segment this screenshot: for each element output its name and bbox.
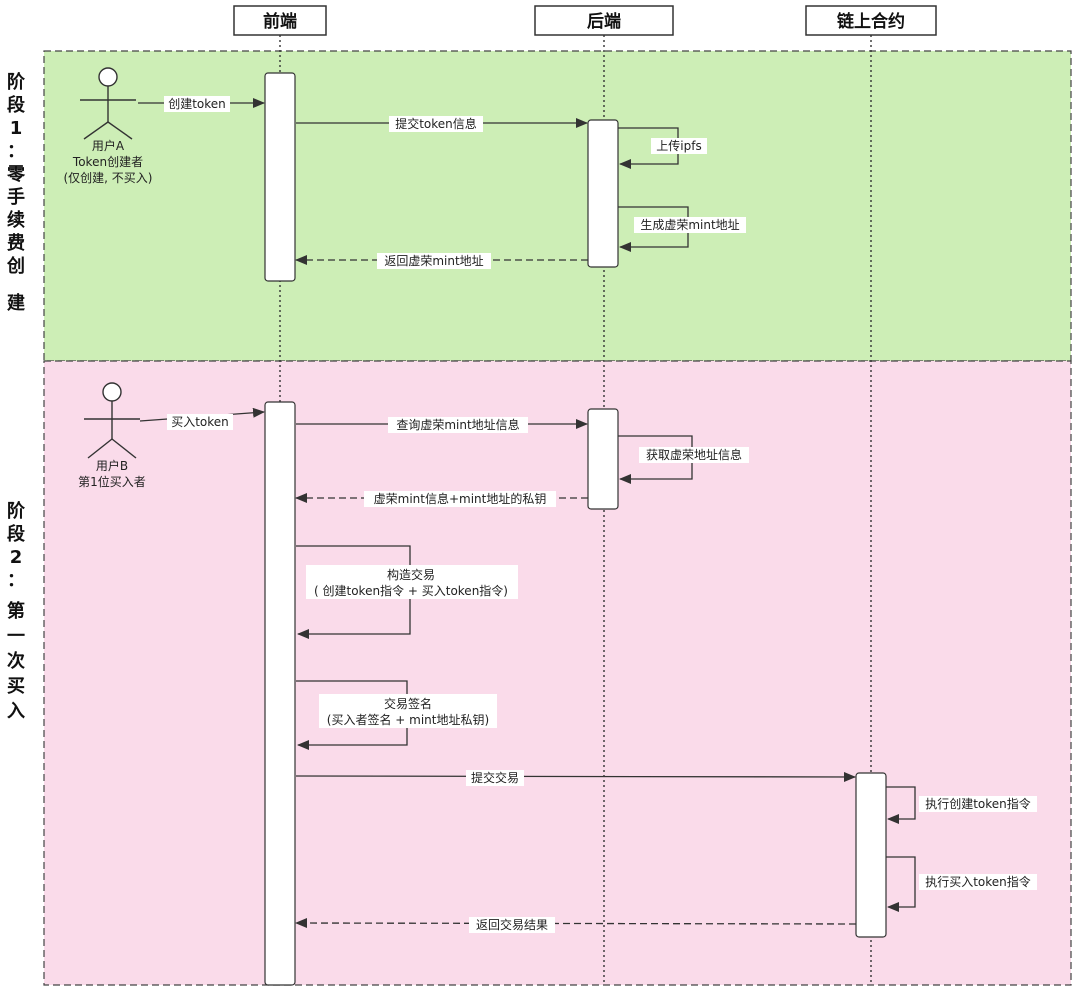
actor-user-a-note: (仅创建, 不买入) [64,171,153,185]
stage1-char: 段 [7,94,26,116]
stage2-char: 2 [10,547,23,568]
participant-frontend-label: 前端 [263,11,297,32]
stage1-char: 手 [7,186,25,208]
stage1-label: 阶 段 1 ： 零 手 续 费 创 建 [6,71,26,314]
stage2-char: 入 [7,701,25,722]
stage2-char: 买 [7,676,25,697]
actor-user-b-name: 用户B [96,458,128,473]
activation-frontend-2 [264,401,296,986]
msg-gen-vanity-label: 生成虚荣mint地址 [640,218,739,232]
msg-buy-token-label: 买入token [171,415,229,429]
stage1-char: 建 [7,292,25,314]
stage1-char: 费 [7,233,25,254]
activation-backend-2 [587,408,619,510]
msg-sign-tx-label-line1: 交易签名 [384,696,432,711]
msg-vanity-info-key-label: 虚荣mint信息+mint地址的私钥 [374,491,547,506]
stage1-char: ： [7,141,25,162]
msg-exec-buy-label: 执行买入token指令 [925,874,1031,889]
stage1-char: 创 [6,255,25,277]
stage1-char: 1 [10,118,23,139]
stage2-char: 次 [7,650,25,672]
msg-build-tx-label-line2: ( 创建token指令 + 买入token指令) [314,583,508,598]
stage1-char: 零 [6,164,26,185]
stage2-char: 第 [7,600,25,622]
participant-backend-label: 后端 [587,11,621,32]
stage1-char: 阶 [7,71,26,93]
msg-exec-create-arrow [886,786,916,824]
activation-backend-1 [587,119,619,268]
msg-submit-token-info-label: 提交token信息 [395,116,477,131]
msg-exec-buy-arrow [886,856,916,912]
participant-contract-label: 链上合约 [837,11,905,32]
msg-build-tx-label-line1: 构造交易 [387,567,435,582]
msg-upload-ipfs-label: 上传ipfs [656,138,701,153]
stage2-char: 一 [7,626,25,647]
stage2-char: 阶 [7,500,26,522]
stage1-char: 续 [7,209,25,231]
msg-query-vanity-label: 查询虚荣mint地址信息 [396,417,519,432]
stage2-char: ： [7,570,25,591]
activation-frontend-1 [264,72,296,282]
msg-return-result-arrow [295,918,857,929]
actor-user-a [80,67,136,140]
msg-return-result-label: 返回交易结果 [476,917,548,932]
actor-user-b-role: 第1位买入者 [78,474,146,489]
stage2-char: 段 [7,523,26,545]
msg-submit-tx-label: 提交交易 [471,770,519,785]
participant-contract-box [805,5,937,36]
msg-submit-tx-arrow [295,771,856,782]
msg-sign-tx-label-line2: (买入者签名 + mint地址私钥) [327,712,489,727]
actor-head [102,382,122,402]
msg-create-token-label: 创建token [168,97,226,111]
activation-contract-1 [855,772,887,938]
msg-return-vanity-label: 返回虚荣mint地址 [384,254,483,268]
stage2-area [43,360,1072,986]
stage2-label: 阶 段 2 ： 第 一 次 买 入 [7,500,26,722]
msg-get-vanity-info-label: 获取虚荣地址信息 [646,447,742,462]
participant-frontend-box [233,5,327,36]
actor-user-a-name: 用户A [92,138,125,153]
msg-exec-create-label: 执行创建token指令 [925,796,1031,811]
actor-user-b [84,382,140,459]
actor-head [98,67,118,87]
actor-user-a-role: Token创建者 [72,155,143,169]
